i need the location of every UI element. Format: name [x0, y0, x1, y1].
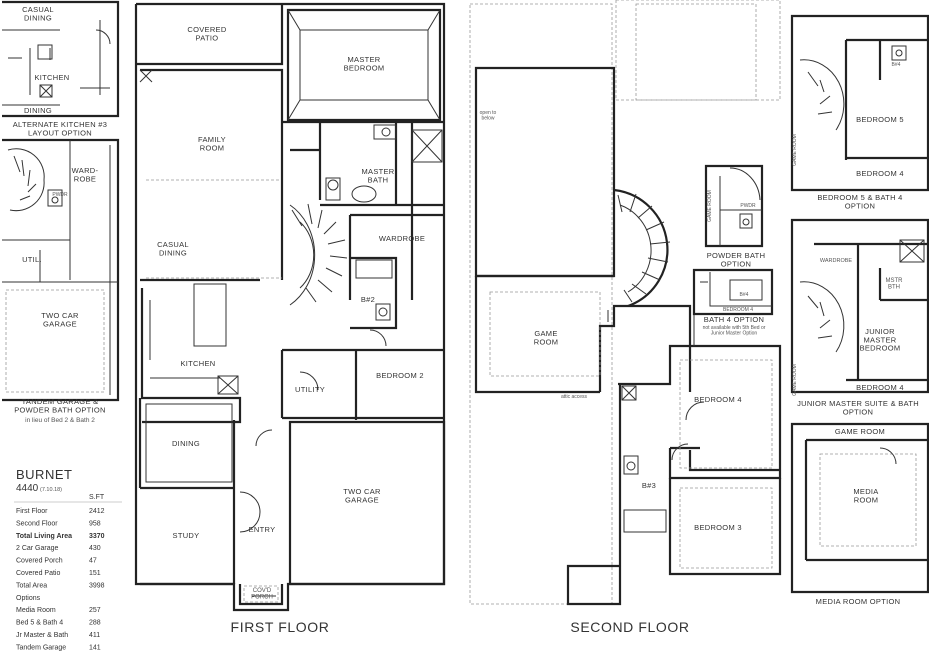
option-row-0-label: Media Room [16, 607, 56, 614]
plan-date: (7.10.18) [40, 487, 62, 493]
option-row-0-value: 257 [89, 607, 101, 614]
tandem-note: in lieu of Bed 2 & Bath 2 [25, 417, 95, 424]
tandem-pwdr: PWDR [52, 192, 68, 198]
area-row-0-value: 2412 [89, 508, 105, 515]
media-game-room: GAME ROOM [835, 427, 885, 436]
option-row-3-value: 141 [89, 644, 101, 651]
tandem-caption: TANDEM GARAGE &POWDER BATH OPTION [14, 397, 106, 414]
area-row-6-label: Total Area [16, 582, 47, 589]
area-row-3-label: 2 Car Garage [16, 545, 59, 552]
bed5-bedroom4: BEDROOM 4 [856, 169, 904, 178]
ff-kitchen: KITCHEN [180, 359, 215, 368]
area-row-4-label: Covered Porch [16, 558, 63, 565]
bath4-caption: BATH 4 OPTION [704, 315, 764, 324]
bed5-bath4-option: BEDROOM 5 BEDROOM 4 B#4 GAME ROOM BEDROO… [790, 14, 929, 210]
jm-wardrobe: WARDROBE [820, 258, 853, 264]
plan-number: 4440 [16, 483, 39, 494]
first-floor-title: FIRST FLOOR [231, 619, 330, 635]
option-row-2-value: 411 [89, 632, 100, 639]
area-row-2-label: Total Living Area [16, 533, 72, 540]
sf-bedroom4: BEDROOM 4 [694, 395, 742, 404]
sf-bedroom3: BEDROOM 3 [694, 523, 742, 532]
area-row-5-label: Covered Patio [16, 570, 60, 577]
bed5-game-room: GAME ROOM [792, 134, 798, 166]
alt-kitchen-kitchen: KITCHEN [34, 73, 69, 82]
area-row-1-label: Second Floor [16, 520, 58, 527]
ff-bath2: B#2 [361, 295, 375, 304]
sf-bath3: B#3 [642, 481, 656, 490]
tandem-util: UTIL. [22, 255, 42, 264]
tandem-wardrobe: WARD-ROBE [72, 166, 99, 183]
second-floor-title: SECOND FLOOR [570, 619, 689, 635]
option-row-2-label: Jr Master & Bath [16, 632, 68, 639]
area-row-4-value: 47 [89, 558, 97, 565]
ff-study: STUDY [173, 531, 200, 540]
option-row-1-value: 288 [89, 620, 101, 627]
alt-kitchen-dining: DINING [24, 106, 52, 115]
area-row-6-value: 3998 [89, 582, 105, 589]
area-row-5-value: 151 [89, 570, 101, 577]
ff-dining: DINING [172, 439, 200, 448]
bed5-bedroom5: BEDROOM 5 [856, 115, 904, 124]
option-row-1-label: Bed 5 & Bath 4 [16, 620, 63, 627]
option-row-3-label: Tandem Garage [16, 644, 66, 651]
ff-bedroom2: BEDROOM 2 [376, 371, 424, 380]
jm-bedroom4: BEDROOM 4 [856, 383, 904, 392]
area-row-0-label: First Floor [16, 508, 48, 515]
bed5-b4: B#4 [892, 62, 901, 68]
bath4-bedroom4: BEDROOM 4 [723, 307, 753, 313]
powder-pwdr: PWDR [740, 203, 756, 209]
ff-entry: ENTRY [249, 525, 276, 534]
area-row-2-value: 3370 [89, 533, 105, 540]
area-row-3-value: 430 [89, 545, 101, 552]
options-header-label: Options [16, 595, 41, 602]
unit-header: S.FT [89, 494, 105, 501]
area-row-1-value: 958 [89, 520, 101, 527]
ff-wardrobe: WARDROBE [379, 234, 425, 243]
sf-attic-access: attic access [561, 394, 588, 400]
powder-game-room: GAME ROOM [707, 190, 713, 222]
plan-name: BURNET [16, 467, 72, 482]
bath4-b4: B#4 [740, 292, 749, 298]
bath4-option: B#4 BEDROOM 4 BATH 4 OPTION not availabl… [692, 268, 774, 337]
jm-game-room: GAME ROOM [792, 364, 798, 396]
media-caption: MEDIA ROOM OPTION [816, 597, 901, 606]
ff-utility: UTILITY [295, 385, 325, 394]
plan-info: BURNET 4440 (7.10.18) S.FT First Floor 24… [14, 467, 122, 651]
